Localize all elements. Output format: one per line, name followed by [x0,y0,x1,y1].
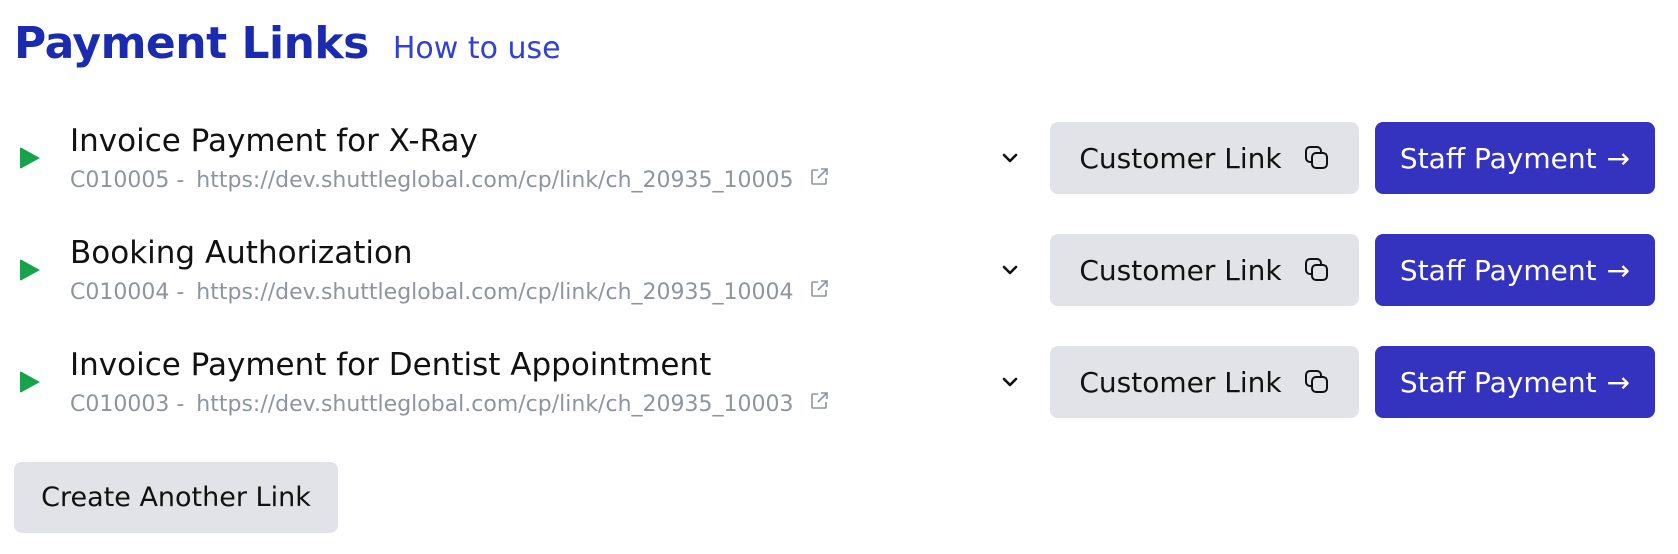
external-link-icon[interactable] [809,279,829,299]
link-url[interactable]: https://dev.shuttleglobal.com/cp/link/ch… [196,392,794,417]
chevron-down-icon[interactable] [996,368,1024,396]
payment-link-row: Invoice Payment for X-Ray C010005 - http… [0,122,1678,194]
link-title: Invoice Payment for Dentist Appointment [70,347,712,383]
play-icon [20,147,40,169]
link-title: Booking Authorization [70,235,413,271]
link-url[interactable]: https://dev.shuttleglobal.com/cp/link/ch… [196,168,794,193]
customer-link-button[interactable]: Customer Link [1050,346,1359,418]
page-header: Payment Links How to use [14,18,561,69]
play-icon [20,371,40,393]
customer-link-label: Customer Link [1079,141,1282,175]
chevron-down-icon[interactable] [996,144,1024,172]
arrow-right-icon: → [1606,253,1631,287]
chevron-down-icon[interactable] [996,256,1024,284]
customer-link-label: Customer Link [1079,253,1282,287]
payment-link-row: Invoice Payment for Dentist Appointment … [0,346,1678,418]
customer-link-button[interactable]: Customer Link [1050,234,1359,306]
staff-payment-button[interactable]: Staff Payment → [1375,346,1655,418]
staff-payment-label: Staff Payment [1399,141,1597,175]
staff-payment-button[interactable]: Staff Payment → [1375,234,1655,306]
staff-payment-label: Staff Payment [1399,365,1597,399]
how-to-use-link[interactable]: How to use [392,31,561,66]
arrow-right-icon: → [1606,365,1631,399]
link-url[interactable]: https://dev.shuttleglobal.com/cp/link/ch… [196,280,794,305]
link-details: C010003 - https://dev.shuttleglobal.com/… [70,391,829,417]
play-icon [20,259,40,281]
staff-payment-button[interactable]: Staff Payment → [1375,122,1655,194]
customer-link-button[interactable]: Customer Link [1050,122,1359,194]
external-link-icon[interactable] [809,167,829,187]
staff-payment-label: Staff Payment [1399,253,1597,287]
external-link-icon[interactable] [809,391,829,411]
create-another-link-button[interactable]: Create Another Link [14,462,338,533]
copy-icon [1304,258,1328,281]
link-code: C010005 - [70,168,185,193]
link-title: Invoice Payment for X-Ray [70,123,478,159]
arrow-right-icon: → [1606,141,1631,175]
link-details: C010004 - https://dev.shuttleglobal.com/… [70,279,829,305]
link-code: C010004 - [70,280,185,305]
page-title: Payment Links [14,18,369,69]
copy-icon [1304,370,1328,393]
copy-icon [1304,146,1328,169]
payment-link-row: Booking Authorization C010004 - https://… [0,234,1678,306]
link-code: C010003 - [70,392,185,417]
customer-link-label: Customer Link [1079,365,1282,399]
link-details: C010005 - https://dev.shuttleglobal.com/… [70,167,829,193]
